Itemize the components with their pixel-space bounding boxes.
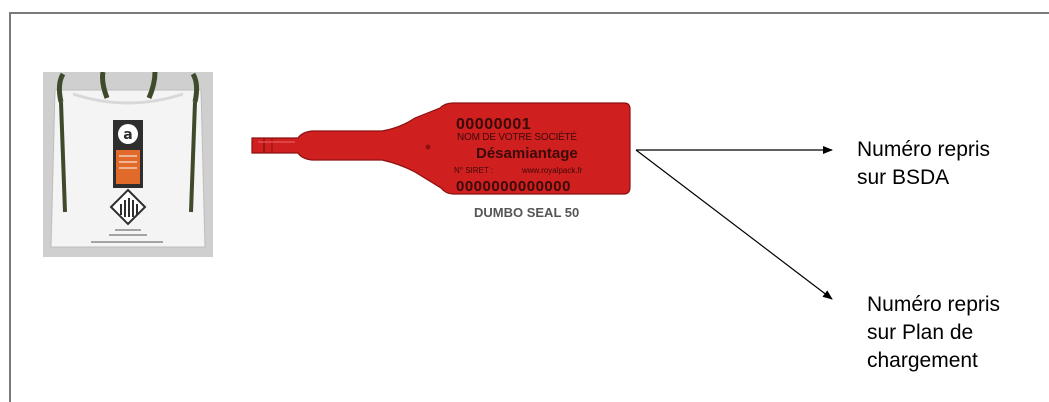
callout-plan-line1: Numéro repris <box>867 291 1000 319</box>
callout-bsda-line1: Numéro repris <box>857 136 990 164</box>
callout-plan-line2: sur Plan de <box>867 319 1000 347</box>
callout-bsda: Numéro repris sur BSDA <box>857 136 990 192</box>
arrow-to-plan <box>636 150 832 299</box>
callout-plan-line3: chargement <box>867 347 1000 375</box>
callout-bsda-line2: sur BSDA <box>857 164 990 192</box>
callout-plan: Numéro repris sur Plan de chargement <box>867 291 1000 375</box>
